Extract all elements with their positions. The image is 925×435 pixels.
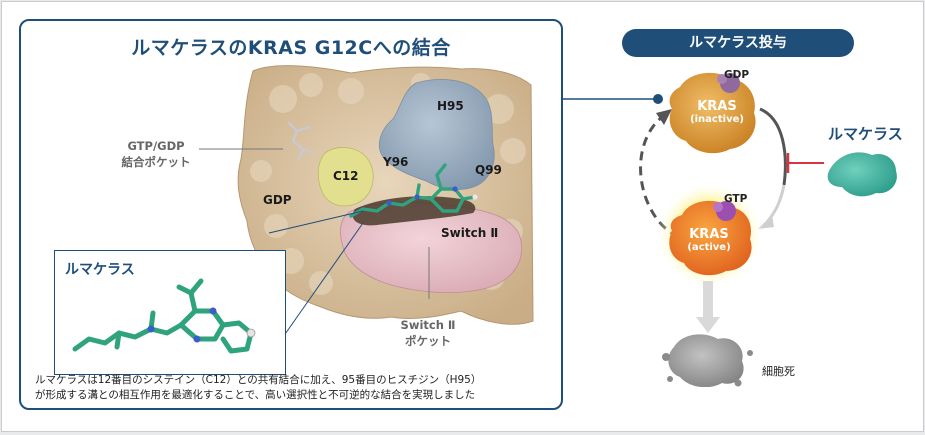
callout-line-top [268,210,364,234]
q99-label: Q99 [475,163,502,177]
binding-title: ルマケラスのKRAS G12Cへの結合 [131,37,451,59]
gtp-pocket-line2: 結合ポケット [121,155,191,169]
activation-arrow-lower [766,184,786,222]
switch2-pocket-line1: Switch Ⅱ [400,318,456,332]
administration-title: ルマケラス投与 [622,29,854,57]
caption-line-1: ルマケラスは12番目のシステイン（C12）との共有結合に加え、95番目のヒスチジ… [35,374,482,386]
binding-groove [352,196,476,226]
drug-atoms [386,186,478,206]
gdp-label: GDP [263,193,292,207]
gtp-pocket-line1: GTP/GDP [127,139,185,153]
drug-callout: ルマケラス [54,250,286,375]
y96-label: Y96 [383,155,409,169]
h95-label: H95 [437,99,464,113]
c12-label: C12 [333,169,359,183]
kras-active-state: (active) [687,242,731,253]
callout-title: ルマケラス [65,262,135,278]
kras-inactive-name: KRAS [697,99,737,114]
cell-death-fragments [662,350,753,387]
binding-panel: ルマケラスのKRAS G12Cへの結合 H95 C12 Y96 Q99 GDP … [19,19,563,410]
protein-structure-image [199,65,534,358]
switch2-label: Switch Ⅱ [441,226,499,240]
gtp-nucleotide-label: GTP [724,193,748,205]
kras-active-name: KRAS [689,227,729,242]
outcome-arrow-head [696,317,720,333]
gdp-molecule [287,121,315,161]
kras-active-label: KRAS (active) [674,228,744,254]
binding-caption: ルマケラスは12番目のシステイン（C12）との共有結合に加え、95番目のヒスチジ… [35,373,555,403]
c12-region [317,147,374,207]
outcome-arrow-shaft [703,281,713,319]
caption-line-2: が形成する溝との相互作用を最適化することで、高い選択性と不可逆的な結合を実現しま… [35,389,476,401]
gtp-pocket-pointer: GTP/GDP 結合ポケット [106,138,206,170]
cell-death-blob [668,334,744,387]
drug-blob [827,152,897,197]
switch2-pocket-pointer: Switch Ⅱ ポケット [393,317,463,349]
kras-inactive-state: (inactive) [690,114,744,125]
drug-label: ルマケラス [828,125,903,143]
kras-inactive-blob [669,72,756,154]
activation-arc [759,107,787,186]
switch2-pocket-line2: ポケット [405,334,451,348]
inactivation-arrowhead [656,109,672,125]
kras-inactive-label: KRAS (inactive) [682,100,752,126]
kras-cycle-diagram [639,72,897,387]
gdp-nucleotide-label: GDP [724,69,750,81]
cell-death-label: 細胞死 [762,365,795,378]
drug-structure-closeup [72,278,256,354]
